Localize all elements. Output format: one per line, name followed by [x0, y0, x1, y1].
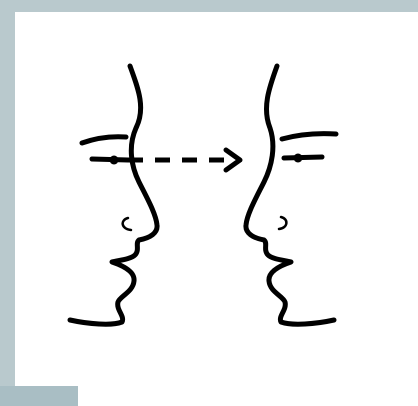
right-nostril [279, 217, 286, 229]
right-eye [284, 157, 322, 158]
left-nostril [123, 218, 131, 230]
right-face-profile [246, 66, 336, 324]
right-eyebrow [282, 134, 336, 139]
gaze-arrow-head [226, 150, 240, 170]
left-face-outline [70, 66, 157, 324]
left-eye-pupil [110, 156, 119, 165]
gaze-arrow [128, 150, 240, 170]
right-eye-pupil [294, 154, 303, 163]
left-eyebrow [82, 137, 126, 143]
right-face-outline [246, 66, 334, 324]
left-face-profile [70, 66, 157, 324]
